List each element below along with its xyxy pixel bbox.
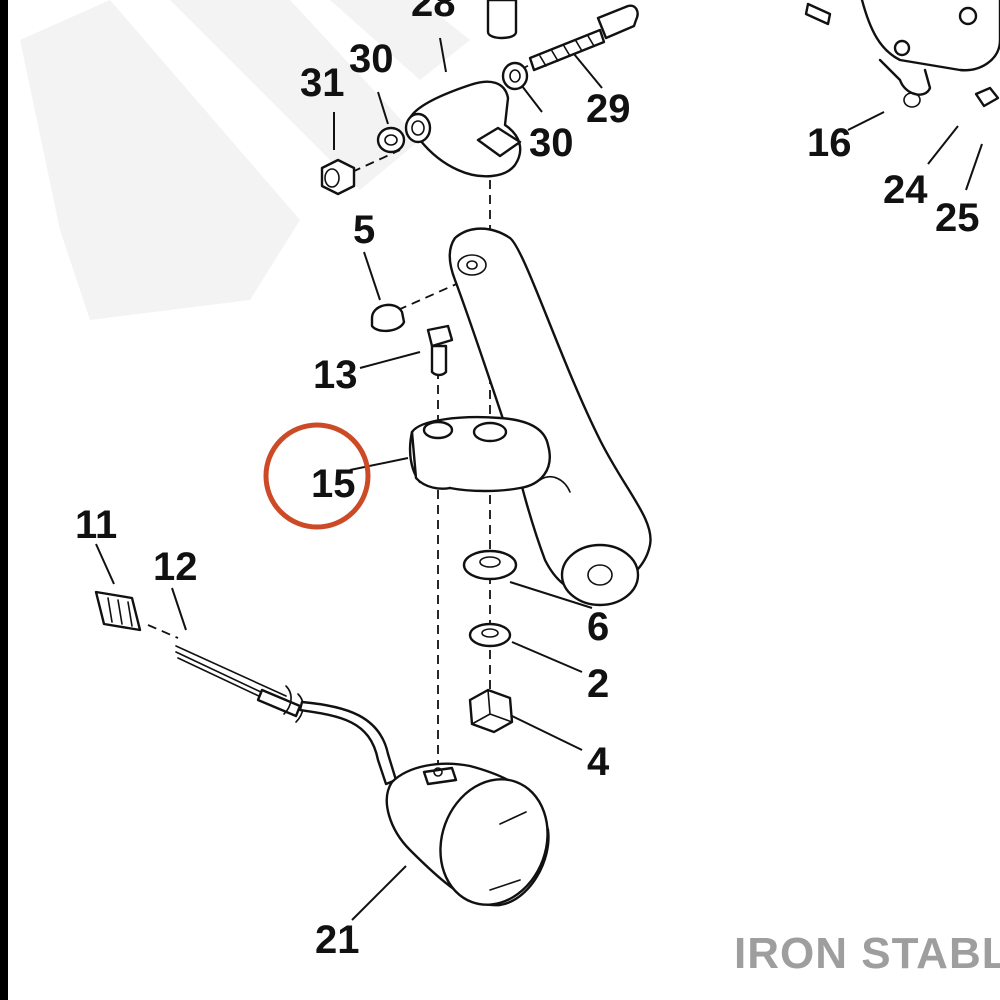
callout-30-right: 30 <box>529 121 574 165</box>
callout-15: 15 <box>311 462 356 506</box>
brand-watermark: IRON STABLE <box>734 929 1000 978</box>
mount-arm-15 <box>408 227 652 607</box>
callout-6: 6 <box>587 605 609 649</box>
fasteners-6-2-4 <box>462 549 518 734</box>
callout-13: 13 <box>313 353 358 397</box>
fasteners-5-13 <box>370 303 454 377</box>
callout-4: 4 <box>587 740 610 784</box>
watermark-stripes <box>20 0 470 320</box>
turn-signal-lamp-21 <box>385 762 550 907</box>
wiring-11-12 <box>94 590 398 786</box>
callout-labels: 28 31 30 30 29 16 24 25 5 13 15 11 12 6 … <box>75 0 980 962</box>
frame-bracket-assembly <box>804 0 1000 108</box>
callout-12: 12 <box>153 545 198 589</box>
left-border <box>0 0 8 1000</box>
callout-30-left: 30 <box>349 37 394 81</box>
callout-11: 11 <box>75 503 117 547</box>
callout-29: 29 <box>586 87 631 131</box>
callout-24: 24 <box>883 168 928 212</box>
callout-21: 21 <box>315 918 360 962</box>
callout-31: 31 <box>300 61 345 105</box>
callout-28: 28 <box>411 0 456 25</box>
callout-25: 25 <box>935 196 980 240</box>
callout-16: 16 <box>807 121 852 165</box>
leader-lines <box>95 37 983 921</box>
callout-2: 2 <box>587 662 609 706</box>
top-clamp-assembly <box>320 0 639 196</box>
highlight-circle <box>263 422 371 530</box>
callout-5: 5 <box>353 208 375 252</box>
